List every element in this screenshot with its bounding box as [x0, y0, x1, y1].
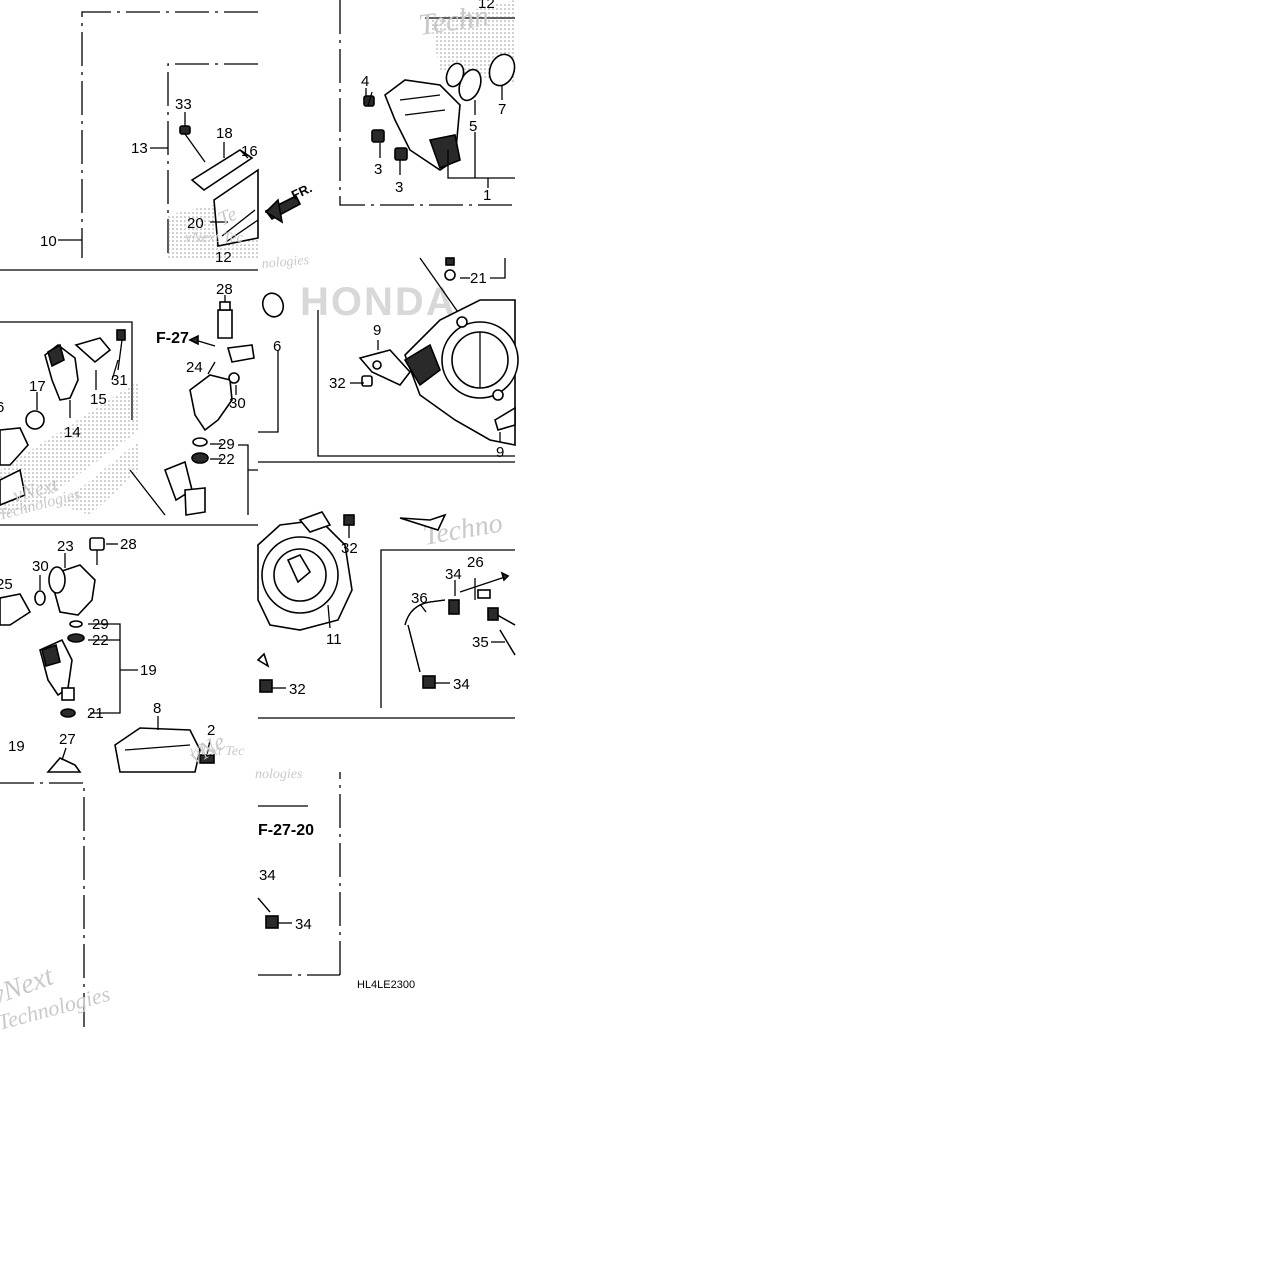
part-label: 30: [229, 395, 246, 412]
part-label: 17: [29, 378, 46, 395]
tile-bottom-right: Techno: [256, 507, 516, 719]
svg-text:vNext Tec: vNext Tec: [185, 230, 244, 246]
tile-mid-left: vNext Technologies: [0, 269, 258, 524]
part-label: 34: [259, 867, 276, 884]
reference-label-f27: F-27: [156, 330, 189, 347]
part-label: 11: [326, 631, 342, 648]
part-label: 1: [483, 187, 491, 204]
part-label: 21: [87, 705, 104, 722]
part-label: 10: [40, 233, 57, 250]
part-label: 16: [241, 143, 258, 160]
part-number-labels: 33 18 16 13 20 12 10 4 5 7 3 3 1 12 28 2…: [0, 0, 506, 933]
part-label: 14: [64, 424, 81, 441]
part-label: 6: [273, 338, 281, 355]
part-label: 22: [92, 632, 109, 649]
part-label: 28: [216, 281, 233, 298]
part-label: 28: [120, 536, 137, 553]
part-label: 30: [32, 558, 49, 575]
part-label: 31: [111, 372, 128, 389]
part-label: 33: [175, 96, 192, 113]
part-label: 36: [411, 590, 428, 607]
part-label: 29: [218, 436, 235, 453]
part-label: 3: [374, 161, 382, 178]
part-label: 7: [498, 101, 506, 118]
part-label: 24: [186, 359, 203, 376]
part-label: 34: [295, 916, 312, 933]
part-label: 32: [289, 681, 306, 698]
svg-text:nologies: nologies: [261, 253, 310, 272]
part-label: 23: [57, 538, 74, 555]
part-label: 13: [131, 140, 148, 157]
part-label: 6: [0, 399, 4, 416]
part-label: 19: [140, 662, 157, 679]
part-label: 29: [92, 616, 109, 633]
svg-text:vNext Tec: vNext Tec: [190, 744, 245, 759]
tile-top-left: vNext Tec Te: [58, 11, 302, 258]
svg-text:HONDA: HONDA: [300, 280, 457, 324]
part-label: 2: [207, 722, 215, 739]
part-label: 19: [8, 738, 25, 755]
part-label: 15: [90, 391, 107, 408]
part-label: 27: [59, 731, 76, 748]
tile-top-right: Techn: [339, 0, 516, 206]
part-label: 35: [472, 634, 489, 651]
part-label: 21: [470, 270, 487, 287]
part-label: 32: [329, 375, 346, 392]
part-label: 20: [187, 215, 204, 232]
part-label: 3: [395, 179, 403, 196]
part-label: 5: [469, 118, 477, 135]
part-label: 9: [373, 322, 381, 339]
part-label: 18: [216, 125, 233, 142]
part-label: 22: [218, 451, 235, 468]
part-label: 34: [445, 566, 462, 583]
part-label: 32: [341, 540, 358, 557]
svg-text:Techno: Techno: [421, 507, 505, 551]
part-label: 34: [453, 676, 470, 693]
diagram-code: HL4LE2300: [357, 979, 415, 991]
part-label: 8: [153, 700, 161, 717]
part-label: 12: [215, 249, 232, 266]
tile-mid-right: HONDA nologies: [258, 253, 519, 463]
part-label: 4: [361, 73, 369, 90]
tile-lower: nologies vNext Technologies: [0, 767, 341, 1035]
reference-label-f27-20: F-27-20: [258, 822, 314, 839]
tile-bottom-left: vNe vNext Tec: [0, 524, 258, 773]
part-label: 9: [496, 444, 504, 461]
svg-text:nologies: nologies: [255, 767, 303, 782]
part-label: 26: [467, 554, 484, 571]
part-label: 12: [478, 0, 495, 12]
part-label: 25: [0, 576, 13, 593]
front-direction-label: FR.: [289, 180, 314, 202]
